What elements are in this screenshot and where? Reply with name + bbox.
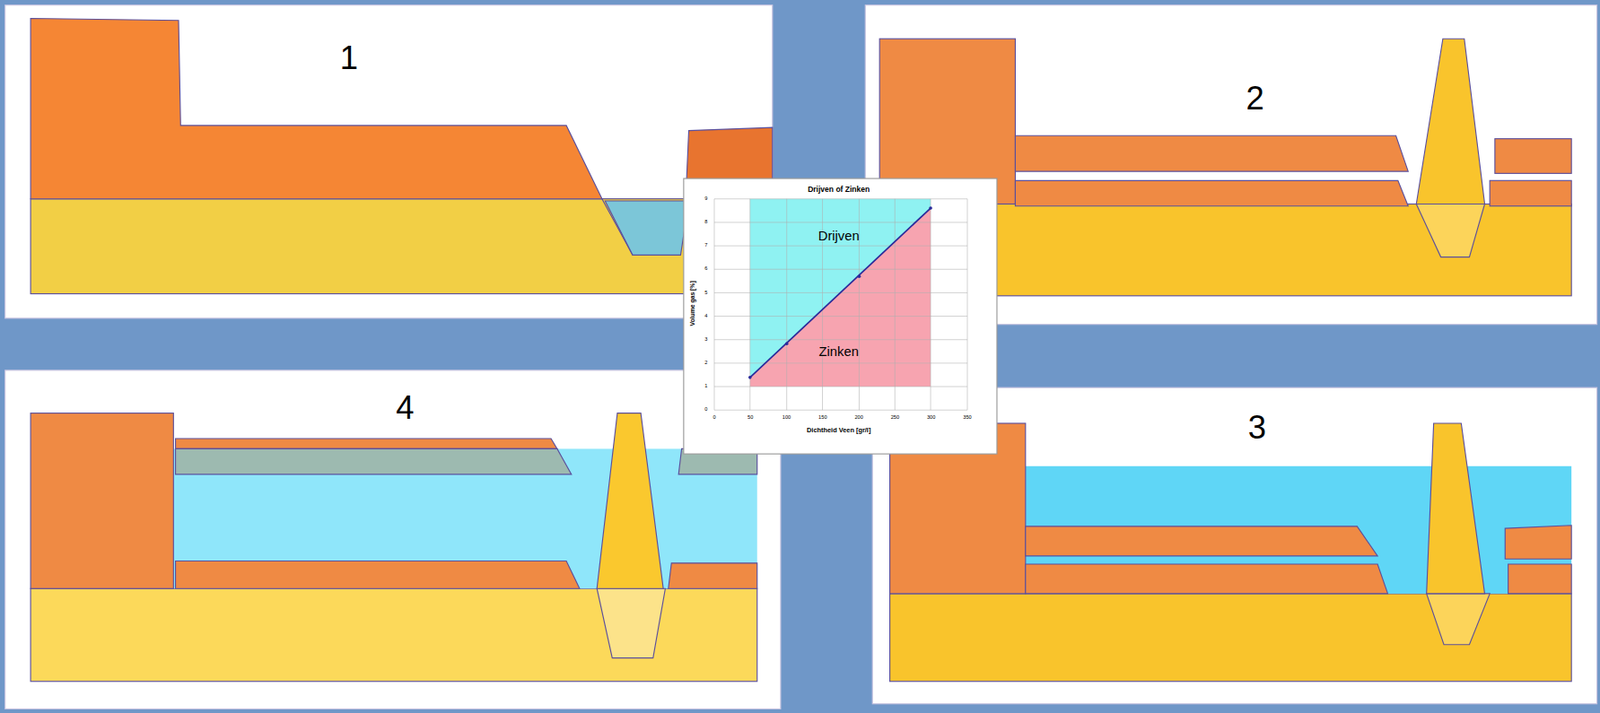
tick-label: 1 <box>704 384 708 390</box>
panel-number: 2 <box>1246 82 1265 115</box>
ditch <box>602 199 690 256</box>
dike <box>596 413 664 590</box>
sink-region <box>750 208 931 387</box>
tick-label: 0 <box>704 407 708 413</box>
tick-label: 7 <box>704 243 708 249</box>
chart <box>683 178 997 455</box>
tick-label: 4 <box>704 314 708 320</box>
panel-number: 4 <box>395 392 414 425</box>
peat-block <box>30 413 174 590</box>
water <box>173 448 757 589</box>
peat-block <box>1489 180 1572 206</box>
tick-label: 8 <box>704 219 708 226</box>
sand-layer <box>890 594 1573 682</box>
axis-title: Volume gas [%] <box>690 281 697 327</box>
panel-ground <box>5 370 781 710</box>
panel-number: 3 <box>1248 411 1267 445</box>
dike <box>1416 38 1485 204</box>
peat-block <box>1495 139 1572 175</box>
panel-4 <box>5 370 781 710</box>
peat-layer <box>1014 180 1408 206</box>
water <box>1025 466 1572 595</box>
grid <box>714 199 968 411</box>
tick-label: 300 <box>926 415 936 421</box>
peat-layer <box>1025 564 1389 595</box>
peat-layer <box>1014 135 1408 172</box>
ditch <box>596 588 665 658</box>
tick-label: 250 <box>891 415 900 421</box>
data-point <box>748 375 752 380</box>
tick-label: 2 <box>704 360 708 367</box>
panel-1 <box>5 5 773 319</box>
axis-title: Dichtheid Veen [gr/l] <box>806 427 871 434</box>
dike <box>1426 423 1486 595</box>
tick-label: 3 <box>704 337 708 343</box>
peat-block <box>1508 564 1573 595</box>
data-point <box>785 341 789 346</box>
threshold-line <box>750 208 931 378</box>
data-point <box>928 206 933 210</box>
tick-label: 0 <box>712 415 716 421</box>
tick-label: 5 <box>704 290 708 297</box>
peat-layer <box>1025 526 1378 557</box>
tick-label: 200 <box>854 415 863 421</box>
sand-layer <box>30 199 773 295</box>
ditch <box>1416 203 1485 257</box>
tick-label: 6 <box>704 266 708 272</box>
chart-ground <box>683 178 997 455</box>
tick-label: 100 <box>782 415 791 421</box>
peat-block <box>1504 525 1572 560</box>
region-label: Zinken <box>819 345 859 359</box>
region-label: Drijven <box>818 229 860 244</box>
panel-ground <box>5 5 773 319</box>
chart-title: Drijven of Zinken <box>807 185 870 194</box>
tick-label: 350 <box>962 415 971 421</box>
tick-label: 9 <box>704 196 708 202</box>
tick-label: 150 <box>818 415 827 421</box>
ditch <box>1426 594 1491 646</box>
peat-layer <box>175 561 580 590</box>
peat-block <box>668 563 758 589</box>
data-point <box>857 274 862 279</box>
sand-layer <box>30 588 758 682</box>
tick-label: 50 <box>747 415 753 421</box>
ditch-water <box>604 201 689 255</box>
floating-peat <box>175 448 572 474</box>
peat-layer <box>175 438 558 449</box>
peat-layer <box>30 17 603 199</box>
panel-number: 1 <box>340 42 359 75</box>
